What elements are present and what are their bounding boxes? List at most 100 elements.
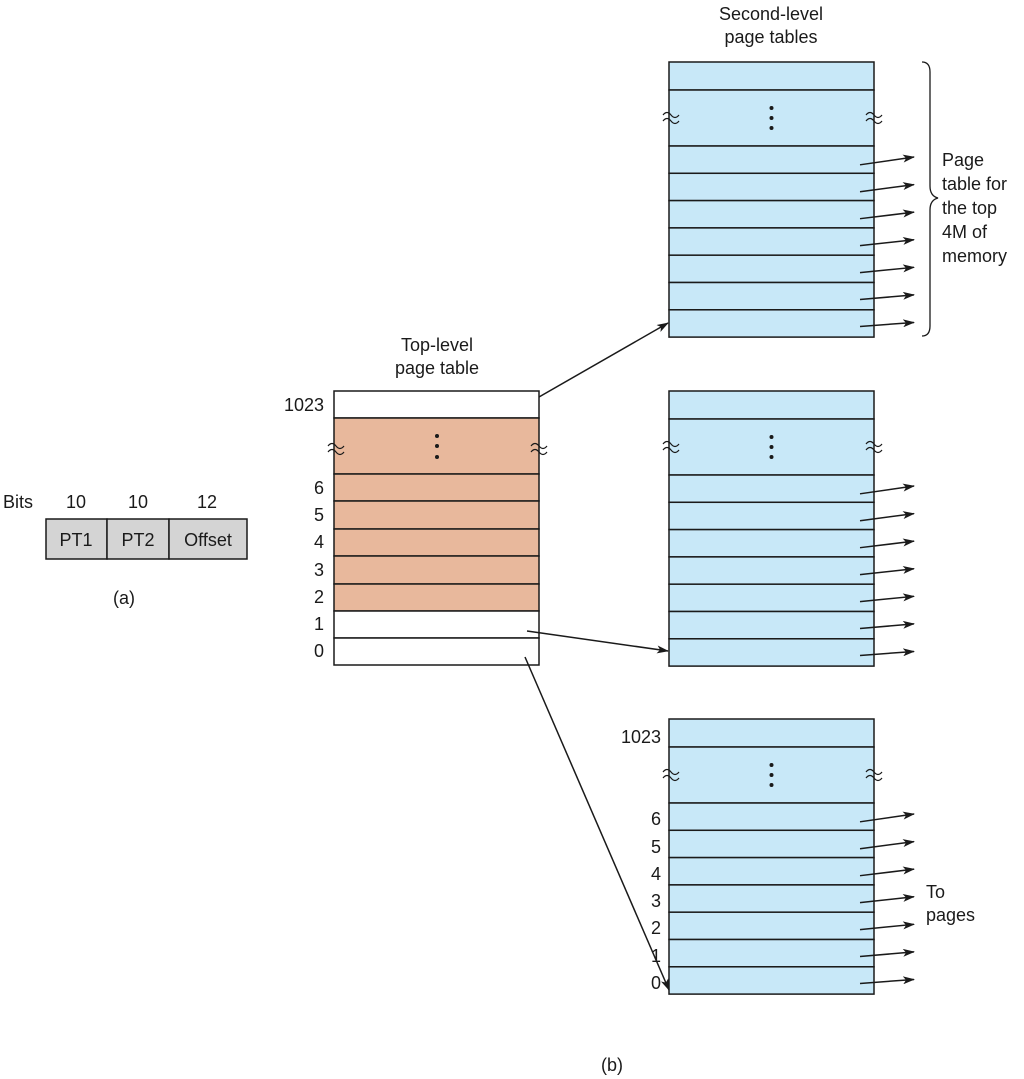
brace-label-line-4: 4M of: [942, 222, 988, 242]
table-row: [668, 281, 875, 311]
pt2-bits: 10: [128, 492, 148, 512]
break-mark-left: [327, 442, 345, 456]
top-entry-2: [333, 583, 540, 612]
ellipsis-dot: [769, 763, 774, 767]
page-pointer-arrow: [859, 565, 915, 576]
page-pointer-arrow: [859, 976, 915, 985]
ellipsis-dots: [435, 434, 439, 459]
ellipsis-dot: [769, 445, 774, 449]
table-row: [668, 966, 875, 995]
page-pointer-arrow: [859, 948, 915, 958]
page-pointer-arrow: [859, 620, 915, 630]
bottom-index-6: 6: [651, 809, 661, 829]
offset-label: Offset: [184, 530, 232, 550]
top-index-2: 2: [314, 587, 324, 607]
page-pointer-arrow: [859, 593, 915, 603]
second-level-table-middle: [662, 390, 915, 667]
brace-label-line-2: table for: [942, 174, 1007, 194]
break-mark-left: [662, 111, 680, 125]
ellipsis-dot: [769, 116, 774, 120]
page-pointer-arrow: [859, 648, 915, 657]
caption-b: (b): [601, 1055, 623, 1075]
break-mark-right: [865, 111, 883, 125]
brace-label: Page table for the top 4M of memory: [942, 150, 1007, 266]
top-index-6: 6: [314, 478, 324, 498]
bottom-index-1023: 1023: [621, 727, 661, 747]
brace-label-line-1: Page: [942, 150, 984, 170]
top-entry-3: [333, 555, 540, 585]
page-pointer-arrow: [859, 893, 915, 904]
page-pointer-arrow: [859, 236, 915, 247]
top-entry-0: [333, 637, 540, 666]
table-row: [668, 884, 875, 913]
pointer-1-to-middle-table: [526, 630, 669, 654]
second-level-title-2: page tables: [724, 27, 817, 47]
brace-icon: [921, 61, 939, 337]
page-pointer-arrow: [859, 319, 915, 328]
top-level-title-2: page table: [395, 358, 479, 378]
table-row: [668, 556, 875, 585]
bits-label: Bits: [3, 492, 33, 512]
top-entry-1023: [333, 390, 540, 419]
top-index-1023: 1023: [284, 395, 324, 415]
top-entry-5: [333, 500, 540, 530]
ellipsis-dot: [769, 126, 774, 130]
top-index-3: 3: [314, 560, 324, 580]
pointer-1023-to-top-table: [538, 322, 669, 398]
brace-label-line-5: memory: [942, 246, 1007, 266]
brace-label-line-3: the top: [942, 198, 997, 218]
top-entry-1: [333, 610, 540, 639]
top-index-1: 1: [314, 614, 324, 634]
table-row: [668, 501, 875, 531]
to-pages-label-1: To: [926, 882, 945, 902]
page-pointer-arrow: [859, 538, 915, 549]
break-mark-right: [530, 442, 548, 456]
page-pointer-arrow: [859, 839, 915, 850]
top-level-title-1: Top-level: [401, 335, 473, 355]
top-index-4: 4: [314, 532, 324, 552]
table-row: [668, 938, 875, 968]
break-mark-left: [662, 440, 680, 454]
page-pointer-arrow: [859, 209, 915, 220]
ellipsis-dot: [769, 435, 774, 439]
table-row: [668, 199, 875, 229]
table-row: [668, 227, 875, 256]
table-row: [668, 474, 875, 504]
page-pointer-arrow: [859, 291, 915, 301]
pointer-0-to-bottom-table: [524, 656, 670, 991]
table-row: [668, 829, 875, 859]
table-row: [668, 172, 875, 202]
ellipsis-dot: [769, 783, 774, 787]
bottom-index-4: 4: [651, 864, 661, 884]
bottom-index-1: 1: [651, 946, 661, 966]
break-mark-left: [662, 768, 680, 782]
bottom-index-5: 5: [651, 837, 661, 857]
offset-bits: 12: [197, 492, 217, 512]
ellipsis-dot: [769, 455, 774, 459]
table-row: [668, 802, 875, 832]
pt1-field: [45, 518, 108, 560]
table-row: [668, 61, 875, 91]
page-pointer-arrow: [859, 264, 915, 274]
page-pointer-arrow: [859, 921, 915, 931]
caption-a: (a): [113, 588, 135, 608]
table-row: [668, 254, 875, 284]
offset-field: [168, 518, 248, 560]
page-pointer-arrow: [859, 182, 915, 193]
break-mark-right: [865, 768, 883, 782]
bottom-index-0: 0: [651, 973, 661, 993]
pt1-bits: 10: [66, 492, 86, 512]
to-pages-label-2: pages: [926, 905, 975, 925]
pt2-field: [106, 518, 170, 560]
table-row: [668, 911, 875, 941]
table-row: [668, 528, 875, 558]
bottom-index-3: 3: [651, 891, 661, 911]
second-level-table-top: [662, 61, 915, 338]
table-row: [668, 583, 875, 613]
top-entry-4: [333, 528, 540, 557]
pt1-label: PT1: [59, 530, 92, 550]
top-index-0: 0: [314, 641, 324, 661]
top-entry-6: [333, 473, 540, 502]
top-level-page-table: Top-level page table 1023 6 5 4 3 2 1 0: [284, 335, 548, 666]
ellipsis-dot: [769, 106, 774, 110]
